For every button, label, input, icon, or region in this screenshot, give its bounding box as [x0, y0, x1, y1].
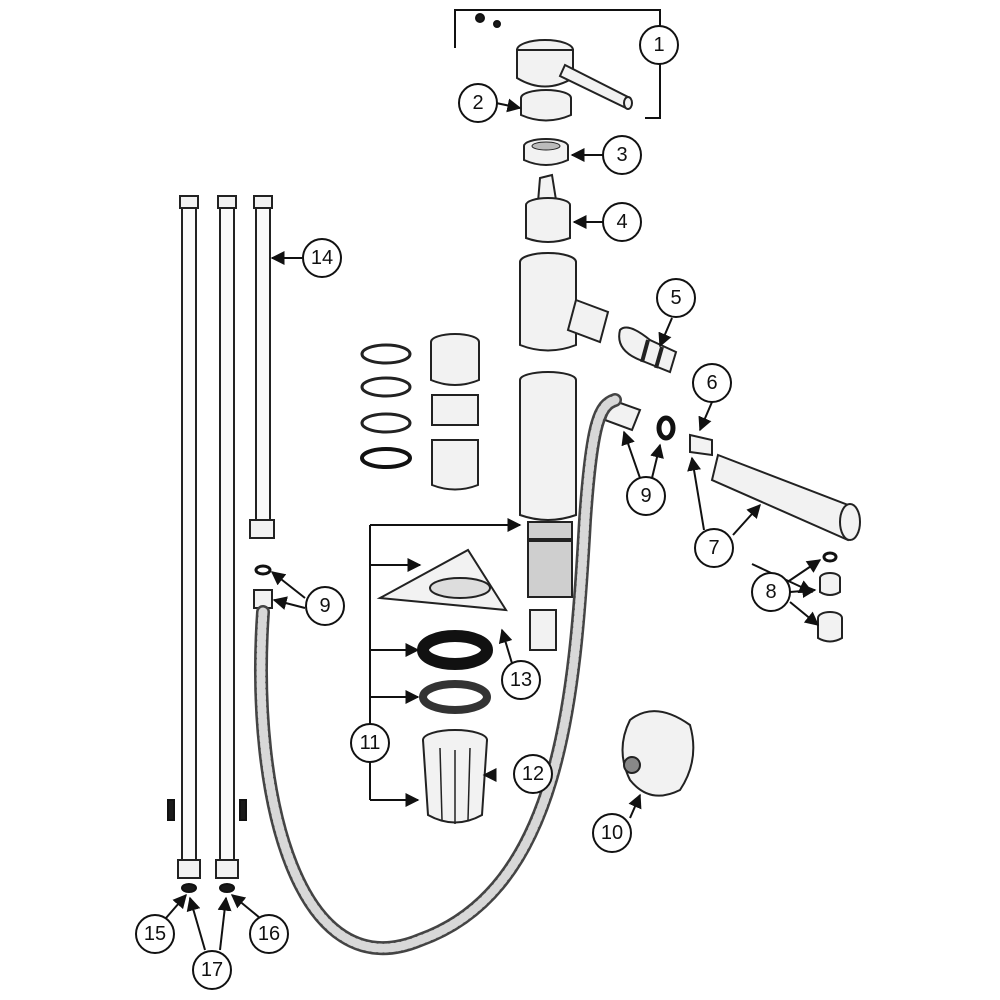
callout-label: 10 — [601, 822, 623, 844]
callout-4: 4 — [602, 202, 642, 242]
callout-label: 14 — [311, 247, 333, 269]
callout-label: 8 — [765, 581, 776, 603]
callout-label: 15 — [144, 923, 166, 945]
part-5-body — [519, 252, 678, 374]
pull-out-hose — [254, 393, 622, 955]
callout-label: 9 — [319, 595, 330, 617]
callout-label: 3 — [616, 144, 627, 166]
gasket-black — [417, 630, 493, 670]
callout-label: 9 — [640, 485, 651, 507]
callout-10: 10 — [592, 813, 632, 853]
callout-label: 17 — [201, 959, 223, 981]
callout-1: 1 — [639, 25, 679, 65]
callout-5: 5 — [656, 278, 696, 318]
callout-label: 16 — [258, 923, 280, 945]
part-2-cap-ring — [520, 89, 572, 122]
callout-15: 15 — [135, 914, 175, 954]
callout-7: 7 — [694, 528, 734, 568]
callout-label: 6 — [706, 372, 717, 394]
part-7-spout — [689, 433, 861, 542]
shank-column — [519, 371, 577, 598]
callout-label: 5 — [670, 287, 681, 309]
callout-label: 7 — [708, 537, 719, 559]
supply-lines — [167, 195, 275, 893]
callout-8: 8 — [751, 572, 791, 612]
part-3-nut — [523, 138, 569, 166]
callout-9-supply: 9 — [305, 586, 345, 626]
callout-9-spout: 9 — [626, 476, 666, 516]
callout-14: 14 — [302, 238, 342, 278]
part-10-hose-weight — [621, 710, 695, 797]
callout-16: 16 — [249, 914, 289, 954]
gasket-light — [419, 680, 491, 714]
callout-11: 11 — [350, 723, 390, 763]
callout-17: 17 — [192, 950, 232, 990]
o-rings-set — [360, 343, 412, 469]
callout-label: 11 — [360, 732, 381, 754]
part-12-mounting-nut — [422, 729, 488, 824]
callout-label: 13 — [510, 669, 532, 691]
part-8-aerator — [817, 551, 843, 643]
diverter-assembly — [430, 333, 480, 491]
callout-13: 13 — [501, 660, 541, 700]
callout-label: 4 — [616, 211, 627, 233]
callout-label: 1 — [653, 34, 664, 56]
callout-label: 12 — [522, 763, 544, 785]
callout-label: 2 — [472, 92, 483, 114]
part-13-base-plate — [376, 548, 557, 651]
part-1-handle — [454, 9, 661, 119]
callout-3: 3 — [602, 135, 642, 175]
callout-6: 6 — [692, 363, 732, 403]
part-4-cartridge — [525, 173, 571, 243]
callout-12: 12 — [513, 754, 553, 794]
callout-2: 2 — [458, 83, 498, 123]
